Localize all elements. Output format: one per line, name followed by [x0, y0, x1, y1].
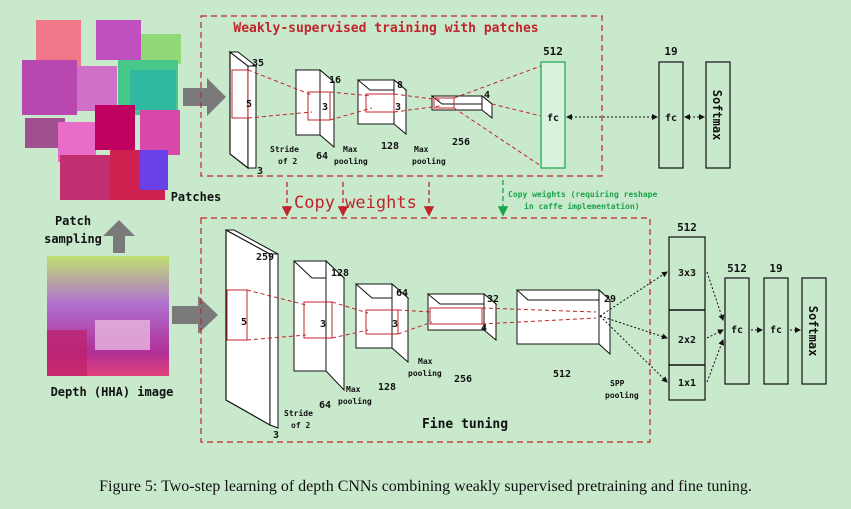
- svg-text:128: 128: [378, 382, 396, 393]
- spp-bin-2x2: 2x2: [678, 335, 696, 346]
- svg-text:35: 35: [252, 58, 264, 69]
- patches-label: Patches: [171, 190, 222, 204]
- svg-text:8: 8: [397, 80, 403, 91]
- top-conv2: [294, 68, 336, 149]
- svg-text:4: 4: [481, 323, 487, 334]
- copy-weights-arrows: [281, 180, 509, 217]
- bottom-fc-512: [724, 277, 750, 385]
- copy-weights-label: Copy weights: [294, 193, 417, 213]
- svg-text:32: 32: [487, 294, 499, 305]
- svg-text:19: 19: [769, 262, 782, 275]
- svg-text:Stride: Stride: [284, 408, 313, 418]
- svg-text:128: 128: [381, 141, 399, 152]
- top-conv1: [228, 50, 258, 170]
- top-conv4: [430, 94, 494, 120]
- bottom-softmax: [801, 277, 827, 385]
- svg-text:256: 256: [452, 137, 470, 148]
- spp-bins: [668, 236, 706, 401]
- svg-text:Patch: Patch: [55, 214, 91, 228]
- svg-text:fc: fc: [665, 113, 677, 124]
- spp-arrows: [599, 271, 668, 383]
- svg-text:pooling: pooling: [408, 368, 442, 378]
- svg-text:64: 64: [319, 400, 331, 411]
- svg-text:Max: Max: [343, 145, 358, 154]
- svg-text:Max: Max: [414, 145, 429, 154]
- input-arrow-bottom: [172, 296, 218, 334]
- svg-text:pooling: pooling: [334, 156, 368, 166]
- up-arrow: [103, 220, 135, 253]
- svg-text:pooling: pooling: [338, 396, 372, 406]
- svg-text:3: 3: [322, 102, 328, 113]
- svg-text:5: 5: [246, 99, 252, 110]
- figure-caption: Figure 5: Two-step learning of depth CNN…: [99, 478, 752, 495]
- sampling-label: Patch sampling: [44, 214, 102, 246]
- top-conv-connections: [247, 65, 542, 167]
- bottom-conv2: [292, 259, 346, 392]
- svg-text:19: 19: [664, 45, 677, 58]
- finetune-box: [200, 217, 651, 443]
- svg-text:of 2: of 2: [291, 421, 310, 430]
- svg-text:512: 512: [677, 221, 697, 234]
- svg-text:Stride: Stride: [270, 144, 299, 154]
- pretraining-box: [200, 15, 603, 177]
- svg-text:Max: Max: [346, 385, 361, 394]
- svg-text:SPP: SPP: [610, 379, 625, 388]
- svg-text:Max: Max: [418, 357, 433, 366]
- depth-image-label: Depth (HHA) image: [51, 385, 174, 399]
- svg-text:pooling: pooling: [605, 390, 639, 400]
- top-fc-512: [540, 61, 566, 169]
- top-softmax: [705, 61, 731, 169]
- bottom-conv3: [354, 282, 410, 364]
- svg-text:3: 3: [320, 319, 326, 330]
- copy-weights-note-l1: Copy weights (requiring reshape: [508, 189, 657, 199]
- top-fc-19: [658, 61, 684, 169]
- svg-text:Softmax: Softmax: [806, 306, 820, 357]
- svg-text:29: 29: [604, 294, 616, 305]
- svg-text:Softmax: Softmax: [710, 90, 724, 141]
- svg-text:256: 256: [454, 374, 472, 385]
- spp-bin-3x3: 3x3: [678, 268, 696, 279]
- svg-text:5: 5: [241, 317, 247, 328]
- svg-text:512: 512: [543, 45, 563, 58]
- svg-text:pooling: pooling: [412, 156, 446, 166]
- svg-text:4: 4: [484, 90, 490, 101]
- spp-bin-1x1: 1x1: [678, 378, 696, 389]
- svg-text:64: 64: [316, 151, 328, 162]
- svg-text:sampling: sampling: [44, 232, 102, 246]
- svg-text:3: 3: [257, 166, 263, 177]
- svg-text:of 2: of 2: [278, 157, 297, 166]
- bottom-conv-connections: [246, 289, 597, 341]
- svg-text:512: 512: [553, 369, 571, 380]
- svg-text:fc: fc: [770, 325, 782, 336]
- svg-text:fc: fc: [547, 113, 559, 124]
- finetune-title: Fine tuning: [422, 417, 508, 432]
- svg-text:512: 512: [727, 262, 747, 275]
- svg-text:259: 259: [256, 252, 274, 263]
- svg-text:16: 16: [329, 75, 341, 86]
- copy-weights-note-l2: in caffe implementation): [524, 201, 640, 211]
- svg-text:3: 3: [273, 430, 279, 441]
- svg-text:fc: fc: [731, 325, 743, 336]
- input-arrow-top: [183, 78, 226, 116]
- top-conv3: [356, 78, 408, 136]
- bottom-fc-19: [763, 277, 789, 385]
- svg-text:3: 3: [392, 319, 398, 330]
- patches-mosaic: [22, 20, 181, 200]
- pretraining-title: Weakly-supervised training with patches: [233, 21, 538, 36]
- svg-text:3: 3: [395, 102, 401, 113]
- svg-text:64: 64: [396, 288, 408, 299]
- bottom-conv4: [426, 292, 498, 342]
- bottom-conv5: [515, 288, 612, 356]
- svg-text:128: 128: [331, 268, 349, 279]
